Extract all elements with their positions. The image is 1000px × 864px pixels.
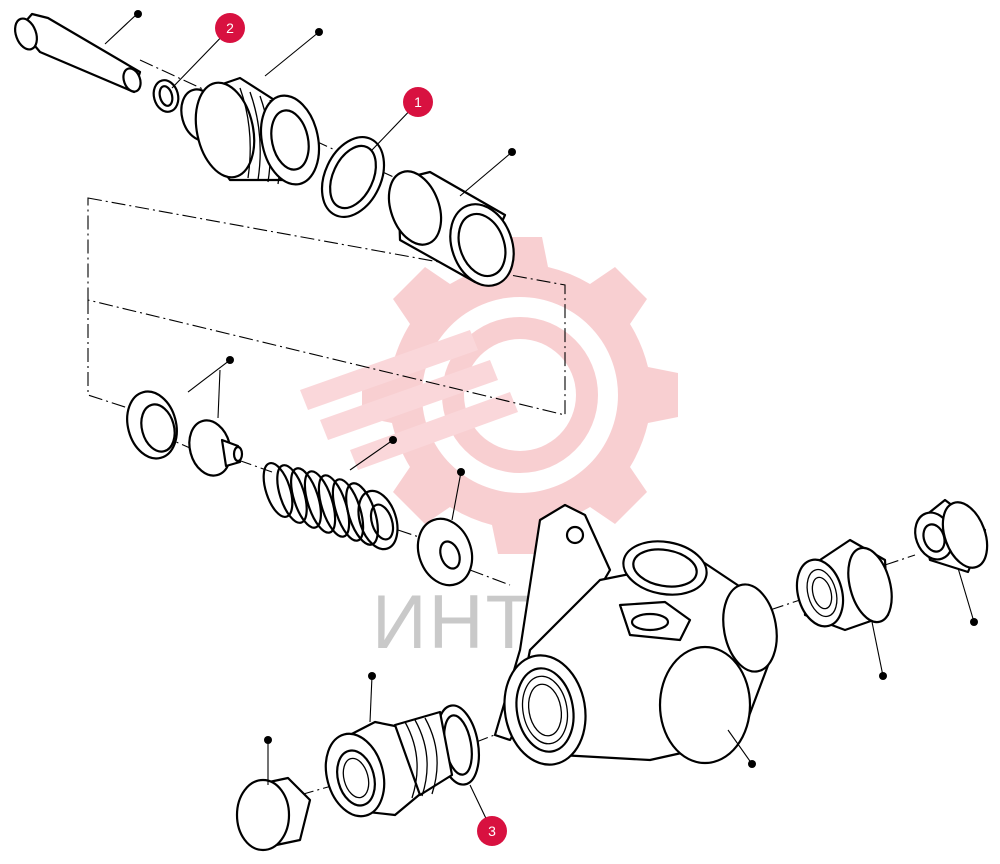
right-nipple-part	[795, 538, 893, 632]
threaded-sleeve-part	[180, 76, 321, 186]
callout-label-1: 1	[414, 94, 422, 110]
pin-part	[14, 12, 142, 94]
washer-part	[416, 517, 474, 587]
spring-part	[262, 462, 399, 551]
callout-badge-3[interactable]: 3	[477, 816, 507, 846]
cylinder-bushing-part	[387, 170, 515, 287]
callout-label-2: 2	[226, 20, 234, 36]
right-cap-part	[914, 498, 989, 574]
valve-disc-part	[188, 419, 244, 477]
part-marker-dots	[134, 10, 978, 768]
callout-badge-2[interactable]: 2	[215, 13, 245, 43]
hex-nipple-part	[324, 710, 454, 818]
large-o-ring-part	[320, 136, 386, 218]
watermark-gear-logo	[300, 237, 678, 554]
callout-label-3: 3	[488, 823, 496, 839]
lower-cap-part	[235, 776, 312, 852]
callout-badge-1[interactable]: 1	[403, 87, 433, 117]
valve-body-part	[493, 503, 778, 766]
valve-seat-part	[126, 390, 178, 460]
